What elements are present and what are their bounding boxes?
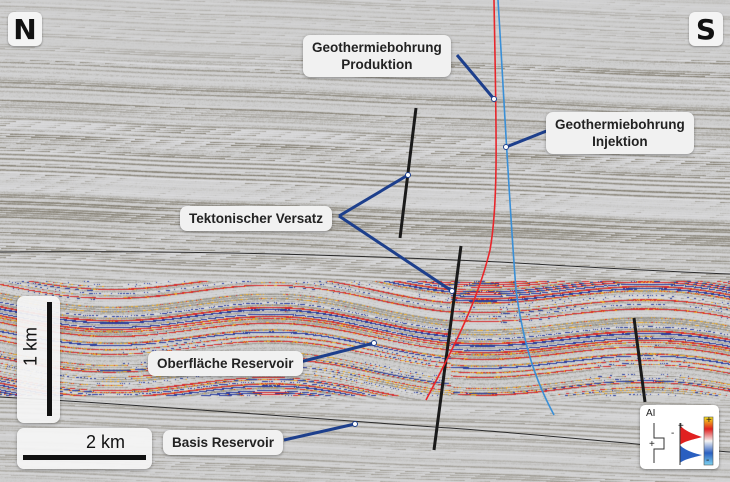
marker-dot-reservoir-base — [352, 421, 358, 427]
label-production-well-text: Geothermiebohrung Produktion — [312, 40, 442, 72]
vertical-scale-box — [17, 296, 60, 423]
label-fault: Tektonischer Versatz — [180, 206, 333, 231]
boundary-line-upper — [0, 251, 730, 275]
legend-title: AI — [646, 408, 656, 419]
legend-plus-left: + — [649, 439, 655, 450]
compass-north-label: N — [8, 12, 42, 46]
legend-wavelet-blue — [680, 445, 702, 463]
leader-line-production — [455, 54, 496, 100]
label-reservoir-top: Oberfläche Reservoir — [148, 351, 303, 376]
label-injection-well-text: Geothermiebohrung Injektion — [555, 117, 685, 149]
marker-dot-injection — [503, 144, 509, 150]
legend-minus-wavelet: - — [671, 428, 675, 439]
legend-plus-wavelet: + — [678, 421, 684, 432]
leader-line-fault-upper — [338, 173, 409, 218]
leader-line-reservoir-top — [299, 341, 375, 364]
compass-south-label: S — [689, 12, 723, 46]
vertical-scale-label: 1 km — [20, 327, 41, 367]
leader-line-injection — [505, 128, 550, 149]
production-well-trajectory — [425, 0, 497, 401]
legend-plus-colorbar: + — [706, 415, 712, 426]
label-production-well: Geothermiebohrung Produktion — [303, 35, 451, 77]
legend-wavelet-red — [680, 425, 702, 445]
marker-dot-reservoir-top — [371, 340, 377, 346]
vertical-scale-bar — [47, 302, 52, 416]
leader-line-fault-lower — [338, 214, 453, 293]
label-injection-well: Geothermiebohrung Injektion — [546, 112, 694, 154]
fault-line-middle — [432, 245, 463, 451]
marker-dot-fault-lower — [449, 288, 455, 294]
label-reservoir-base: Basis Reservoir — [163, 430, 284, 455]
horizontal-scale-bar — [23, 455, 146, 460]
amplitude-legend: AI + + + - - — [640, 405, 719, 469]
boundary-line-base — [0, 396, 730, 453]
legend-minus-colorbar: - — [706, 455, 710, 466]
legend-ai-trace — [653, 423, 665, 463]
marker-dot-production — [491, 96, 497, 102]
marker-dot-fault-upper — [405, 172, 411, 178]
fault-line-right — [632, 317, 647, 403]
horizontal-scale-box — [17, 428, 152, 469]
injection-well-trajectory — [497, 0, 555, 416]
horizontal-scale-label: 2 km — [86, 432, 126, 452]
legend-graphic — [653, 416, 714, 466]
leader-line-reservoir-base — [283, 422, 356, 442]
legend-colorbar — [703, 416, 714, 466]
